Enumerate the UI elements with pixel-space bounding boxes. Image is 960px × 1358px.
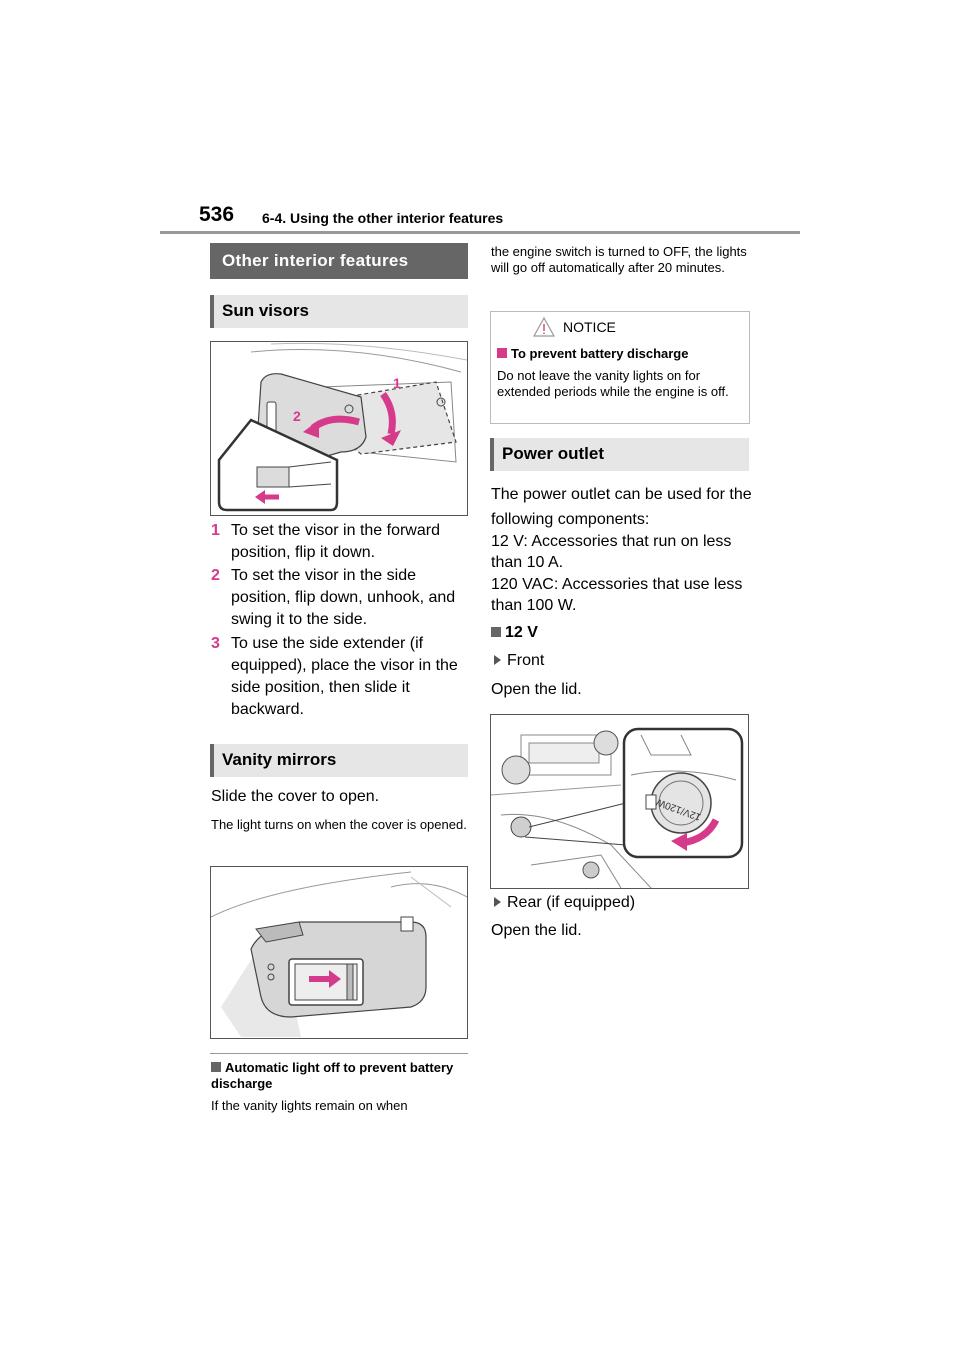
- notice-title: To prevent battery discharge: [497, 346, 747, 361]
- rear-instruction: Open the lid.: [491, 922, 582, 939]
- step-3: 3 To use the side extender (if equipped)…: [211, 633, 471, 721]
- power-outlet-illustration: 12V/120W: [491, 727, 744, 888]
- warning-triangle-icon: [533, 317, 555, 337]
- notice-label: NOTICE: [563, 319, 616, 335]
- sub-heading-12v-text: 12 V: [505, 624, 538, 641]
- auto-off-title: Automatic light off to prevent battery d…: [211, 1060, 471, 1092]
- step-1: 1 To set the visor in the forward positi…: [211, 520, 471, 564]
- vanity-mirrors-heading: Vanity mirrors: [210, 744, 468, 777]
- step-3-number: 3: [211, 635, 220, 652]
- auto-off-rule: [210, 1053, 468, 1054]
- vanity-mirror-figure: [210, 866, 468, 1039]
- sun-visors-heading: Sun visors: [210, 295, 468, 328]
- front-instruction: Open the lid.: [491, 681, 582, 698]
- header-rule: [160, 231, 800, 234]
- callout-2: 2: [293, 408, 301, 424]
- rear-label-text: Rear (if equipped): [507, 894, 636, 911]
- callout-1: 1: [393, 375, 401, 391]
- front-label-text: Front: [507, 652, 545, 669]
- step-2-text: To set the visor in the side position, f…: [231, 567, 456, 628]
- square-bullet-icon: [211, 1062, 221, 1072]
- power-outlet-intro: The power outlet can be used for the fol…: [491, 486, 752, 528]
- auto-off-title-text: Automatic light off to prevent battery d…: [211, 1060, 454, 1091]
- auto-off-continued: the engine switch is turned to OFF, the …: [491, 244, 747, 275]
- page-number: 536: [199, 203, 235, 226]
- square-bullet-icon: [491, 627, 501, 637]
- notice-title-text: To prevent battery discharge: [511, 346, 689, 361]
- square-bullet-icon: [497, 348, 507, 358]
- step-3-text: To use the side extender (if equipped), …: [231, 635, 458, 718]
- triangle-bullet-icon: [494, 897, 501, 907]
- sun-visor-figure: 1 2 3: [210, 341, 468, 516]
- notice-box: NOTICE To prevent battery discharge Do n…: [490, 311, 750, 424]
- front-label: Front: [494, 652, 544, 670]
- power-outlet-120v-line: 120 VAC: Accessories that use less than …: [491, 576, 743, 614]
- main-heading: Other interior features: [210, 243, 468, 279]
- vanity-intro: Slide the cover to open.: [211, 788, 380, 805]
- auto-off-text: If the vanity lights remain on when: [211, 1098, 408, 1113]
- vanity-mirror-illustration: [211, 871, 467, 1037]
- sun-visor-illustration: 1 2 3: [217, 342, 467, 512]
- notice-text: Do not leave the vanity lights on for ex…: [497, 368, 729, 399]
- power-outlet-figure: 12V/120W: [490, 714, 749, 889]
- section-title: 6-4. Using the other interior features: [262, 210, 504, 226]
- triangle-bullet-icon: [494, 655, 501, 665]
- sub-heading-12v: 12 V: [491, 624, 538, 642]
- step-2-number: 2: [211, 567, 220, 584]
- vanity-note: The light turns on when the cover is ope…: [211, 817, 467, 832]
- step-1-text: To set the visor in the forward position…: [231, 522, 440, 561]
- power-outlet-heading: Power outlet: [490, 438, 749, 471]
- rear-label: Rear (if equipped): [494, 894, 635, 912]
- power-outlet-12v-line: 12 V: Accessories that run on less than …: [491, 533, 732, 571]
- step-2: 2 To set the visor in the side position,…: [211, 565, 471, 631]
- step-1-number: 1: [211, 522, 220, 539]
